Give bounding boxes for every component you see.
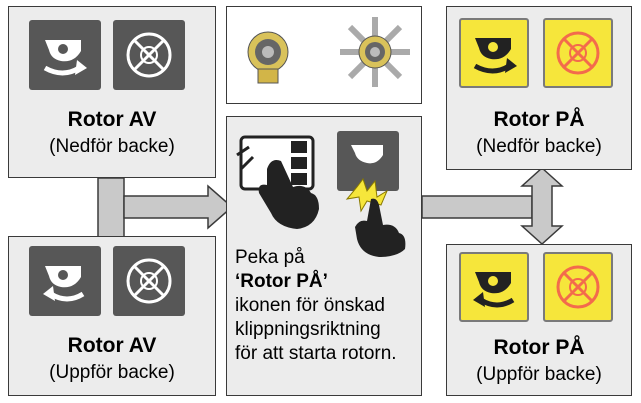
panel-subtitle: (Uppför backe) [49,362,175,383]
rotor-stopped-icon [247,31,289,84]
hand-pointer-icon [258,160,319,229]
rotor-uphill-button[interactable] [29,246,101,316]
arrow-to-center [123,184,234,230]
rotor-icon [473,38,517,74]
rotor-icon [43,40,87,76]
rotor-disabled-icon [126,258,172,304]
hand-pointer-icon [355,198,406,257]
instruction-line-2: ‘Rotor PÅ’ [235,271,328,292]
left-connector-bar [97,177,125,239]
instruction-line-1: Peka på [235,247,305,268]
rotor-spinning-icon [340,17,410,87]
panel-title: Rotor AV [67,334,157,357]
instruction-line-4: klippningsriktning [235,319,381,340]
panel-subtitle: (Nedför backe) [476,136,602,157]
rotor-uphill-button[interactable] [459,252,529,322]
touch-illustration [236,131,406,257]
panel-title: Rotor PÅ [493,336,585,359]
panel-rotor-on-downhill: Rotor PÅ (Nedför backe) [446,6,632,170]
rotor-disabled-button[interactable] [543,252,613,322]
rotor-disabled-icon [556,31,600,75]
instruction-line-5: för att starta rotorn. [235,343,397,364]
instruction-panel: Peka på ‘Rotor PÅ’ ikonen för önskad kli… [226,116,422,396]
panel-title: Rotor AV [67,108,157,131]
rotor-touch-target [337,131,399,213]
instruction-line-3: ikonen för önskad [235,295,385,316]
panel-rotor-on-uphill: Rotor PÅ (Uppför backe) [446,244,632,396]
panel-subtitle: (Uppför backe) [476,364,602,385]
panel-title: Rotor PÅ [493,108,585,131]
panel-rotor-off-uphill: Rotor AV (Uppför backe) [8,236,216,396]
rotor-start-illustration [226,6,422,104]
rotor-disabled-button[interactable] [113,246,185,316]
center-right-bar [421,195,533,219]
rotor-icon [473,272,515,308]
rotor-disabled-icon [556,265,600,309]
rotor-icon [43,266,85,302]
rotor-downhill-button[interactable] [459,18,529,88]
rotor-disabled-button[interactable] [113,20,185,90]
panel-subtitle: (Nedför backe) [49,136,175,157]
rotor-disabled-icon [126,32,172,78]
rotor-spin-illustration [247,17,410,87]
rotor-downhill-button[interactable] [29,20,101,90]
panel-rotor-off-downhill: Rotor AV (Nedför backe) [8,6,216,178]
rotor-disabled-button[interactable] [543,18,613,88]
